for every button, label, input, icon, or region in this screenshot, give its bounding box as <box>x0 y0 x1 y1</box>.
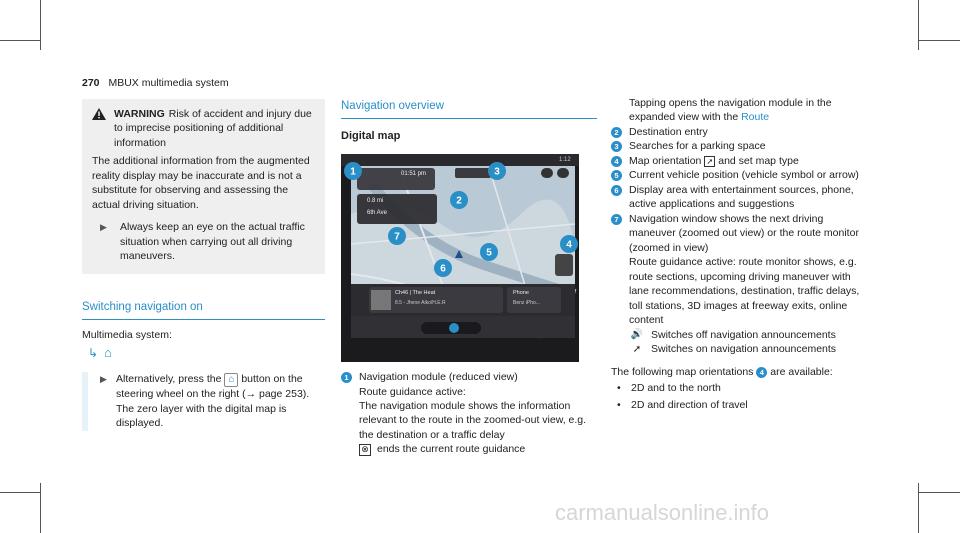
crop-mark <box>919 492 960 493</box>
screen-phone-label: Phone <box>513 290 529 297</box>
svg-text:3: 3 <box>494 167 500 178</box>
legend-number-3: 3 <box>611 141 622 153</box>
legend-item-4-post: and set map type <box>718 154 799 167</box>
screen-distance: 0.8 mi <box>367 198 384 205</box>
screen-phone-sub: Benz iPho... <box>513 300 540 307</box>
home-button-icon: ⌂ <box>224 373 239 388</box>
legend-item-3: Searches for a parking space <box>629 140 766 153</box>
legend-number-4-inline: 4 <box>756 366 768 378</box>
legend-item-2: Destination entry <box>629 125 708 138</box>
instruction-bar <box>82 372 88 431</box>
sound-off-text: Switches off navigation announcements <box>651 328 836 341</box>
sound-on-text: Switches on navigation announcements <box>651 343 837 356</box>
legend-number-4: 4 <box>611 155 622 167</box>
step-arrow-icon: ▶ <box>100 222 107 233</box>
legend-number-2: 2 <box>611 126 622 138</box>
legend-item-1-title: Navigation module (reduced view) <box>359 371 518 384</box>
page-header: 270 MBUX multimedia system <box>82 76 229 90</box>
page-number: 270 <box>82 77 100 89</box>
orientations-pre: The following map orientations <box>611 365 754 378</box>
screen-media-title: Ch46 | The Heat <box>395 290 436 297</box>
compass-icon: ➚ <box>704 155 716 167</box>
map-illustration: 1 2 3 4 5 6 7 <box>341 154 579 363</box>
orientation-bullet-2: 2D and direction of travel <box>631 398 748 411</box>
column-right: Tapping opens the navigation module in t… <box>611 97 871 412</box>
crop-mark <box>918 0 919 50</box>
legend-item-5: Current vehicle position (vehicle symbol… <box>629 169 859 182</box>
path-hook-icon: ↳ <box>88 345 99 360</box>
watermark: carmanualsonline.info <box>555 500 770 525</box>
screen-clock: 1:12 <box>559 157 571 164</box>
legend-item-7-detail: Route guidance active: route monitor sho… <box>629 256 860 327</box>
instruction-text-2: The zero layer with the digital map is d… <box>116 402 287 430</box>
warning-body: The additional information from the augm… <box>92 155 310 211</box>
route-link: Route <box>741 111 770 124</box>
orientation-bullet-1: 2D and to the north <box>631 382 721 395</box>
screen-media-sub: 8.5 - Jhene Aiko/H.E.R <box>395 300 446 307</box>
speaker-on-icon: 🔊 <box>630 329 644 341</box>
bullet-icon: • <box>617 398 621 411</box>
instruction-text-pre: Alternatively, press the <box>116 373 222 386</box>
step-arrow-icon: ▶ <box>100 374 107 385</box>
legend-item-6: Display area with entertainment sources,… <box>629 183 854 211</box>
svg-text:2: 2 <box>456 196 462 207</box>
crop-mark <box>918 483 919 533</box>
legend-item-1-sub: Route guidance active: <box>359 385 466 398</box>
crop-mark <box>0 492 40 493</box>
section-title-overview: Navigation overview <box>341 99 597 119</box>
crop-mark <box>0 40 40 41</box>
warning-title: WARNING <box>114 108 165 120</box>
legend-number-1: 1 <box>341 372 352 384</box>
crop-mark <box>919 40 960 41</box>
end-route-icon: ⊗ <box>359 443 371 456</box>
warning-lead: Risk of accident and injury due to impre… <box>114 108 312 149</box>
screen-time: 01:51 pm <box>401 171 427 178</box>
speaker-muted-icon: ➚ <box>632 343 642 355</box>
legend-number-6: 6 <box>611 184 622 196</box>
legend-item-4-pre: Map orientation <box>629 154 702 167</box>
legend-item-7: Navigation window shows the next driving… <box>629 212 859 254</box>
warning-triangle-icon <box>92 107 114 120</box>
home-icon: ⌂ <box>104 345 112 361</box>
instruction-text-post: button on the steering wheel on the righ… <box>116 373 310 401</box>
bullet-icon: • <box>617 382 621 395</box>
subsection-title-digital-map: Digital map <box>341 129 401 142</box>
page-header-title: MBUX multimedia system <box>108 77 229 89</box>
legend-item-1-icon-text: ends the current route guidance <box>377 443 526 456</box>
legend-item-1-desc: The navigation module shows the informat… <box>359 400 587 441</box>
svg-text:1: 1 <box>350 167 356 178</box>
navigation-screenshot: 1 2 3 4 5 6 7 01:51 pm 1:12 0.8 mi 6th A… <box>341 154 579 363</box>
svg-text:5: 5 <box>486 248 492 259</box>
svg-text:6: 6 <box>440 264 446 275</box>
crop-mark <box>40 0 41 50</box>
column-middle: Navigation overview Digital map <box>341 99 597 457</box>
path-label: Multimedia system: <box>82 328 172 341</box>
orientations-post: are available: <box>770 365 833 378</box>
svg-text:4: 4 <box>566 240 572 251</box>
warning-step: Always keep an eye on the actual traffic… <box>120 221 305 263</box>
tap-text: Tapping opens the navigation module in t… <box>629 97 832 124</box>
svg-text:7: 7 <box>394 232 400 243</box>
crop-mark <box>40 483 41 533</box>
legend-number-5: 5 <box>611 170 622 182</box>
legend-number-7: 7 <box>611 213 622 225</box>
section-title-switching: Switching navigation on <box>82 300 325 320</box>
screen-street: 6th Ave <box>367 210 387 217</box>
